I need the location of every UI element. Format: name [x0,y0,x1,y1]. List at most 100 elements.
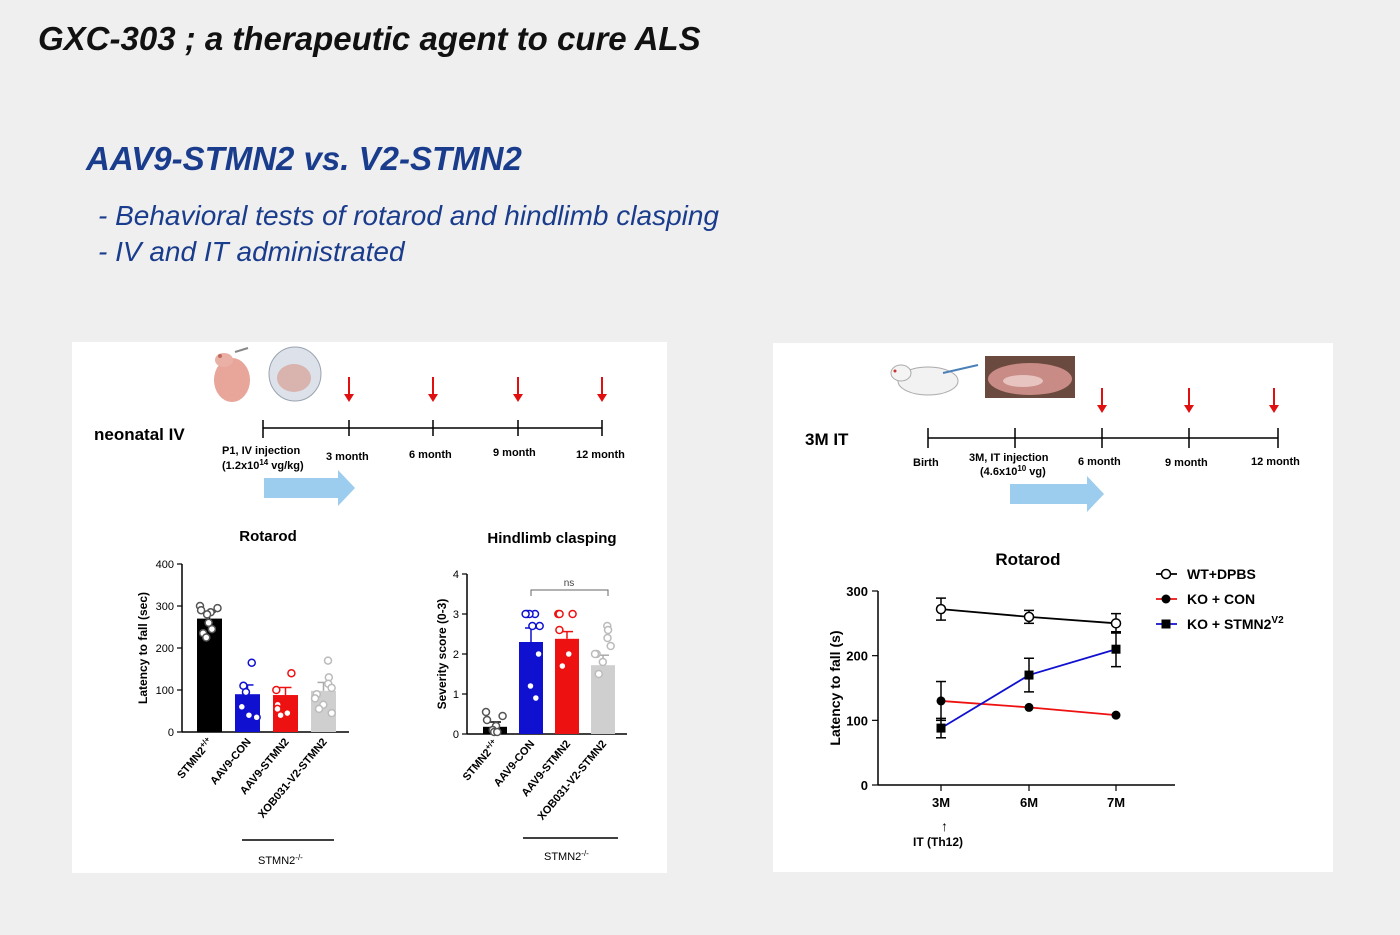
data-point [534,649,543,659]
legend-marker [1161,619,1171,629]
mouse-pup-illustration [214,346,322,402]
data-point [196,605,206,615]
y-tick-label: 200 [846,649,868,664]
data-point [606,641,615,651]
left-figure-svg: neonatal IV P1, IV injection (1.2x1014 v… [94,346,627,867]
red-arrow-head [1184,405,1194,413]
x-tick-label: XOB031-V2-STMN2 [536,738,610,823]
data-point [272,685,281,695]
tick-label-12-month: 12 month [1251,456,1300,468]
right-figure-svg: 3M IT Birth 3M, IT injection (4.6x1010 v… [805,356,1300,849]
injection-marker-arrow: ↑ [941,818,948,834]
data-point [1024,702,1034,712]
red-arrow-head [344,394,354,402]
timeline-axis [927,428,1279,448]
legend-label: KO + STMN2V2 [1187,615,1284,632]
y-tick-label: 1 [453,689,459,701]
y-tick-label: 300 [846,584,868,599]
mouse-illustration [890,356,1075,398]
data-point [493,727,502,737]
y-tick-label: 400 [156,559,174,571]
tick-label-birth: Birth [913,457,939,469]
data-point [247,658,256,667]
data-point [936,696,946,706]
data-point [564,649,574,659]
red-arrow-head [513,394,523,402]
tick-label-9-month: 9 month [1165,457,1208,469]
data-point [936,723,946,733]
red-arrow-head [428,394,438,402]
bullet-item: - IV and IT administrated [98,236,405,267]
tick-label-6-month: 6 month [409,449,452,461]
data-point [568,609,577,619]
bullet-list: - Behavioral tests of rotarod and hindli… [98,198,719,270]
legend-label: KO + CON [1187,591,1255,607]
data-point [237,702,247,712]
group-label: 3M IT [805,430,849,449]
tick-label-9-month: 9 month [493,447,536,459]
data-point [535,621,544,631]
data-point [528,621,537,631]
legend-label: WT+DPBS [1187,566,1256,582]
legend-marker [1160,568,1172,580]
data-point [327,708,336,718]
data-point [244,710,254,720]
data-point [598,657,608,667]
significance-label: ns [564,578,575,589]
injection-note: IT (Th12) [913,835,963,849]
y-tick-label: 4 [453,569,459,581]
x-tick-label: 6M [1020,795,1038,810]
x-tick-label: STMN2+/+ [174,735,216,782]
red-arrow-head [1097,405,1107,413]
data-point [241,687,251,697]
genotype-label: STMN2-/- [544,849,589,863]
data-point [327,683,336,693]
data-point [204,618,213,628]
right-figure-panel: 3M IT Birth 3M, IT injection (4.6x1010 v… [773,343,1333,872]
data-point [276,710,285,720]
data-point [590,649,600,659]
data-point [310,694,320,703]
data-point [558,661,567,671]
left-figure-panel: neonatal IV P1, IV injection (1.2x1014 v… [72,342,667,873]
data-point [531,693,541,703]
red-arrow-head [597,394,607,402]
data-point [283,708,292,718]
y-tick-label: 300 [156,601,174,613]
dose-label: (4.6x1010 vg) [980,464,1046,478]
y-tick-label: 200 [156,643,174,655]
data-point [526,681,535,691]
y-axis-label: Severity score (0-3) [435,599,449,710]
y-tick-label: 2 [453,649,459,661]
tick-label-6-month: 6 month [1078,456,1121,468]
y-tick-label: 100 [156,685,174,697]
data-point [1111,644,1121,654]
y-tick-label: 0 [861,778,868,793]
bar [591,665,615,734]
data-point [207,624,217,634]
data-point [213,603,222,613]
significance-bracket [530,589,609,596]
x-tick-label: 3M [932,795,950,810]
chart-title: Hindlimb clasping [487,530,616,547]
injection-label: 3M, IT injection [969,452,1049,464]
data-point [1024,670,1034,680]
data-point [323,656,333,665]
legend-marker [1161,594,1171,604]
section-subtitle: AAV9-STMN2 vs. V2-STMN2 [86,140,522,177]
treatment-arrow [264,470,355,506]
red-arrow-head [1269,405,1279,413]
data-point [1110,618,1122,629]
data-point [287,668,296,678]
data-point [1023,611,1035,623]
data-point [202,633,211,642]
legend: WT+DPBS KO + CON KO + STMN2V2 [1156,566,1284,632]
tick-label-3-month: 3 month [326,451,369,463]
genotype-label: STMN2-/- [258,853,303,867]
data-point [555,609,564,619]
y-axis-label: Latency to fall (s) [827,630,843,745]
timepoint-arrows [344,377,607,402]
data-point [603,625,613,635]
injection-label: P1, IV injection [222,445,301,457]
